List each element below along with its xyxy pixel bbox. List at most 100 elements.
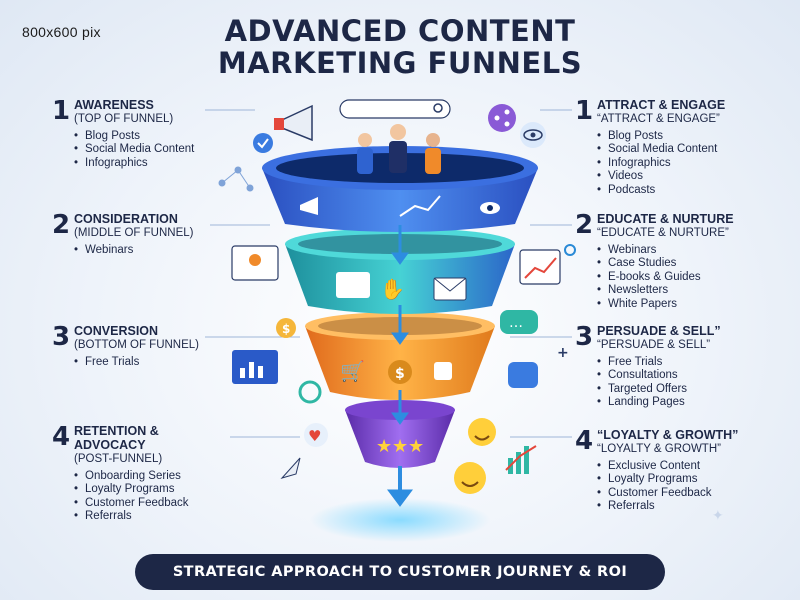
dollar-coin-icon: $ bbox=[276, 318, 296, 338]
search-bar-icon bbox=[339, 99, 451, 119]
stage-item-list: Webinars bbox=[74, 244, 222, 258]
plus-icon: + bbox=[557, 345, 569, 361]
tier1-eye-icon bbox=[480, 202, 500, 214]
list-item: Social Media Content bbox=[597, 143, 745, 157]
refresh-icon bbox=[298, 380, 322, 404]
stage-item-list: Webinars Case Studies E-books & Guides N… bbox=[597, 244, 745, 311]
stage-item-list: Onboarding Series Loyalty Programs Custo… bbox=[74, 470, 222, 524]
heart-icon: ♥ bbox=[304, 423, 328, 447]
eye-icon bbox=[520, 122, 546, 148]
stage-number: 1 bbox=[575, 96, 594, 126]
list-item: Consultations bbox=[597, 369, 745, 383]
title-line-1: ADVANCED CONTENT bbox=[224, 14, 576, 48]
list-item: Customer Feedback bbox=[74, 497, 222, 511]
list-item: Referrals bbox=[74, 510, 222, 524]
share-icon bbox=[488, 104, 516, 132]
list-item: Webinars bbox=[74, 244, 222, 258]
list-item: Blog Posts bbox=[597, 130, 745, 144]
list-item: Social Media Content bbox=[74, 143, 222, 157]
stage-number: 2 bbox=[52, 210, 71, 240]
svg-text:★: ★ bbox=[408, 436, 424, 457]
right-stage-4: 4 “LOYALTY & GROWTH” “LOYALTY & GROWTH” … bbox=[575, 426, 745, 514]
svg-text:$: $ bbox=[282, 322, 290, 336]
list-item: Loyalty Programs bbox=[74, 483, 222, 497]
left-stage-2: 2 CONSIDERATION (MIDDLE OF FUNNEL) Webin… bbox=[52, 210, 222, 258]
svg-text:♥: ♥ bbox=[308, 427, 321, 445]
stage-number: 2 bbox=[575, 210, 594, 240]
stage-number: 3 bbox=[52, 322, 71, 352]
chat-bubble-icon: … bbox=[500, 310, 538, 334]
svg-text:+: + bbox=[557, 345, 569, 361]
list-item: Onboarding Series bbox=[74, 470, 222, 484]
chart-card-icon bbox=[519, 249, 561, 285]
list-item: E-books & Guides bbox=[597, 271, 745, 285]
smiley-icon-1 bbox=[468, 418, 496, 446]
list-item: Loyalty Programs bbox=[597, 473, 745, 487]
stage-subheading: (BOTTOM OF FUNNEL) bbox=[74, 339, 200, 351]
stage-heading: AWARENESS bbox=[74, 98, 154, 112]
list-item: Videos bbox=[597, 170, 745, 184]
smiley-icon-2 bbox=[454, 462, 486, 494]
list-item: Referrals bbox=[597, 500, 745, 514]
thumbs-up-icon bbox=[434, 362, 452, 380]
stage-item-list: Free Trials Consultations Targeted Offer… bbox=[597, 356, 745, 410]
stage-heading: PERSUADE & SELL” bbox=[597, 324, 721, 338]
canvas-size-label: 800x600 pix bbox=[22, 24, 101, 40]
left-stage-4: 4 RETENTION & ADVOCACY (POST-FUNNEL) Onb… bbox=[52, 422, 222, 524]
list-item: Customer Feedback bbox=[597, 487, 745, 501]
webinar-card-icon bbox=[231, 245, 279, 281]
stage-heading: ATTRACT & ENGAGE bbox=[597, 98, 726, 112]
rocket-icon bbox=[280, 457, 301, 479]
stage-item-list: Exclusive Content Loyalty Programs Custo… bbox=[597, 460, 745, 514]
left-stage-3: 3 CONVERSION (BOTTOM OF FUNNEL) Free Tri… bbox=[52, 322, 222, 370]
stage-heading: “LOYALTY & GROWTH” bbox=[597, 428, 739, 442]
right-stage-1: 1 ATTRACT & ENGAGE “ATTRACT & ENGAGE” Bl… bbox=[575, 96, 745, 197]
stage-subheading: “ATTRACT & ENGAGE” bbox=[597, 113, 720, 125]
stage-item-list: Blog Posts Social Media Content Infograp… bbox=[597, 130, 745, 197]
list-item: White Papers bbox=[597, 298, 745, 312]
stage-number: 3 bbox=[575, 322, 594, 352]
svg-text:$: $ bbox=[395, 366, 405, 382]
title-line-2: MARKETING FUNNELS bbox=[217, 46, 583, 80]
stage-item-list: Blog Posts Social Media Content Infograp… bbox=[74, 130, 222, 171]
funnel-glow bbox=[310, 498, 490, 542]
list-item: Blog Posts bbox=[74, 130, 222, 144]
svg-text:★: ★ bbox=[376, 436, 392, 457]
funnel-tier-3 bbox=[305, 312, 495, 400]
stage-subheading: (TOP OF FUNNEL) bbox=[74, 113, 174, 125]
list-item: Free Trials bbox=[597, 356, 745, 370]
dashboard-card-icon bbox=[232, 350, 278, 384]
list-item: Case Studies bbox=[597, 257, 745, 271]
stage-subheading: (MIDDLE OF FUNNEL) bbox=[74, 227, 194, 239]
map-pin-icon bbox=[564, 244, 576, 256]
svg-text:★: ★ bbox=[392, 436, 408, 457]
network-graph-icon bbox=[218, 166, 254, 192]
stage-item-list: Free Trials bbox=[74, 356, 222, 370]
money-bag-icon: $ bbox=[388, 360, 412, 384]
tier1-megaphone-icon bbox=[300, 197, 318, 215]
stage-subheading: “EDUCATE & NURTURE” bbox=[597, 227, 729, 239]
list-item: Exclusive Content bbox=[597, 460, 745, 474]
list-item: Free Trials bbox=[74, 356, 222, 370]
left-stage-1: 1 AWARENESS (TOP OF FUNNEL) Blog Posts S… bbox=[52, 96, 222, 171]
stage-number: 4 bbox=[52, 422, 71, 452]
funnel-tier-4: ★ ★ ★ bbox=[345, 400, 455, 468]
stage-number: 1 bbox=[52, 96, 71, 126]
like-bubble-icon bbox=[508, 362, 538, 388]
stage-heading: CONSIDERATION bbox=[74, 212, 178, 226]
list-item: Targeted Offers bbox=[597, 383, 745, 397]
list-item: Webinars bbox=[597, 244, 745, 258]
stage-heading: RETENTION & ADVOCACY bbox=[74, 424, 159, 452]
tier1-growth-icon bbox=[399, 195, 441, 217]
stage-subheading: “PERSUADE & SELL” bbox=[597, 339, 711, 351]
list-item: Infographics bbox=[74, 157, 222, 171]
list-item: Infographics bbox=[597, 157, 745, 171]
stage-number: 4 bbox=[575, 426, 594, 456]
right-stage-2: 2 EDUCATE & NURTURE “EDUCATE & NURTURE” … bbox=[575, 210, 745, 311]
flow-arrows bbox=[387, 225, 413, 507]
svg-text:…: … bbox=[509, 315, 523, 331]
svg-text:✋: ✋ bbox=[380, 277, 405, 301]
stage-heading: EDUCATE & NURTURE bbox=[597, 212, 734, 226]
list-item: Newsletters bbox=[597, 284, 745, 298]
